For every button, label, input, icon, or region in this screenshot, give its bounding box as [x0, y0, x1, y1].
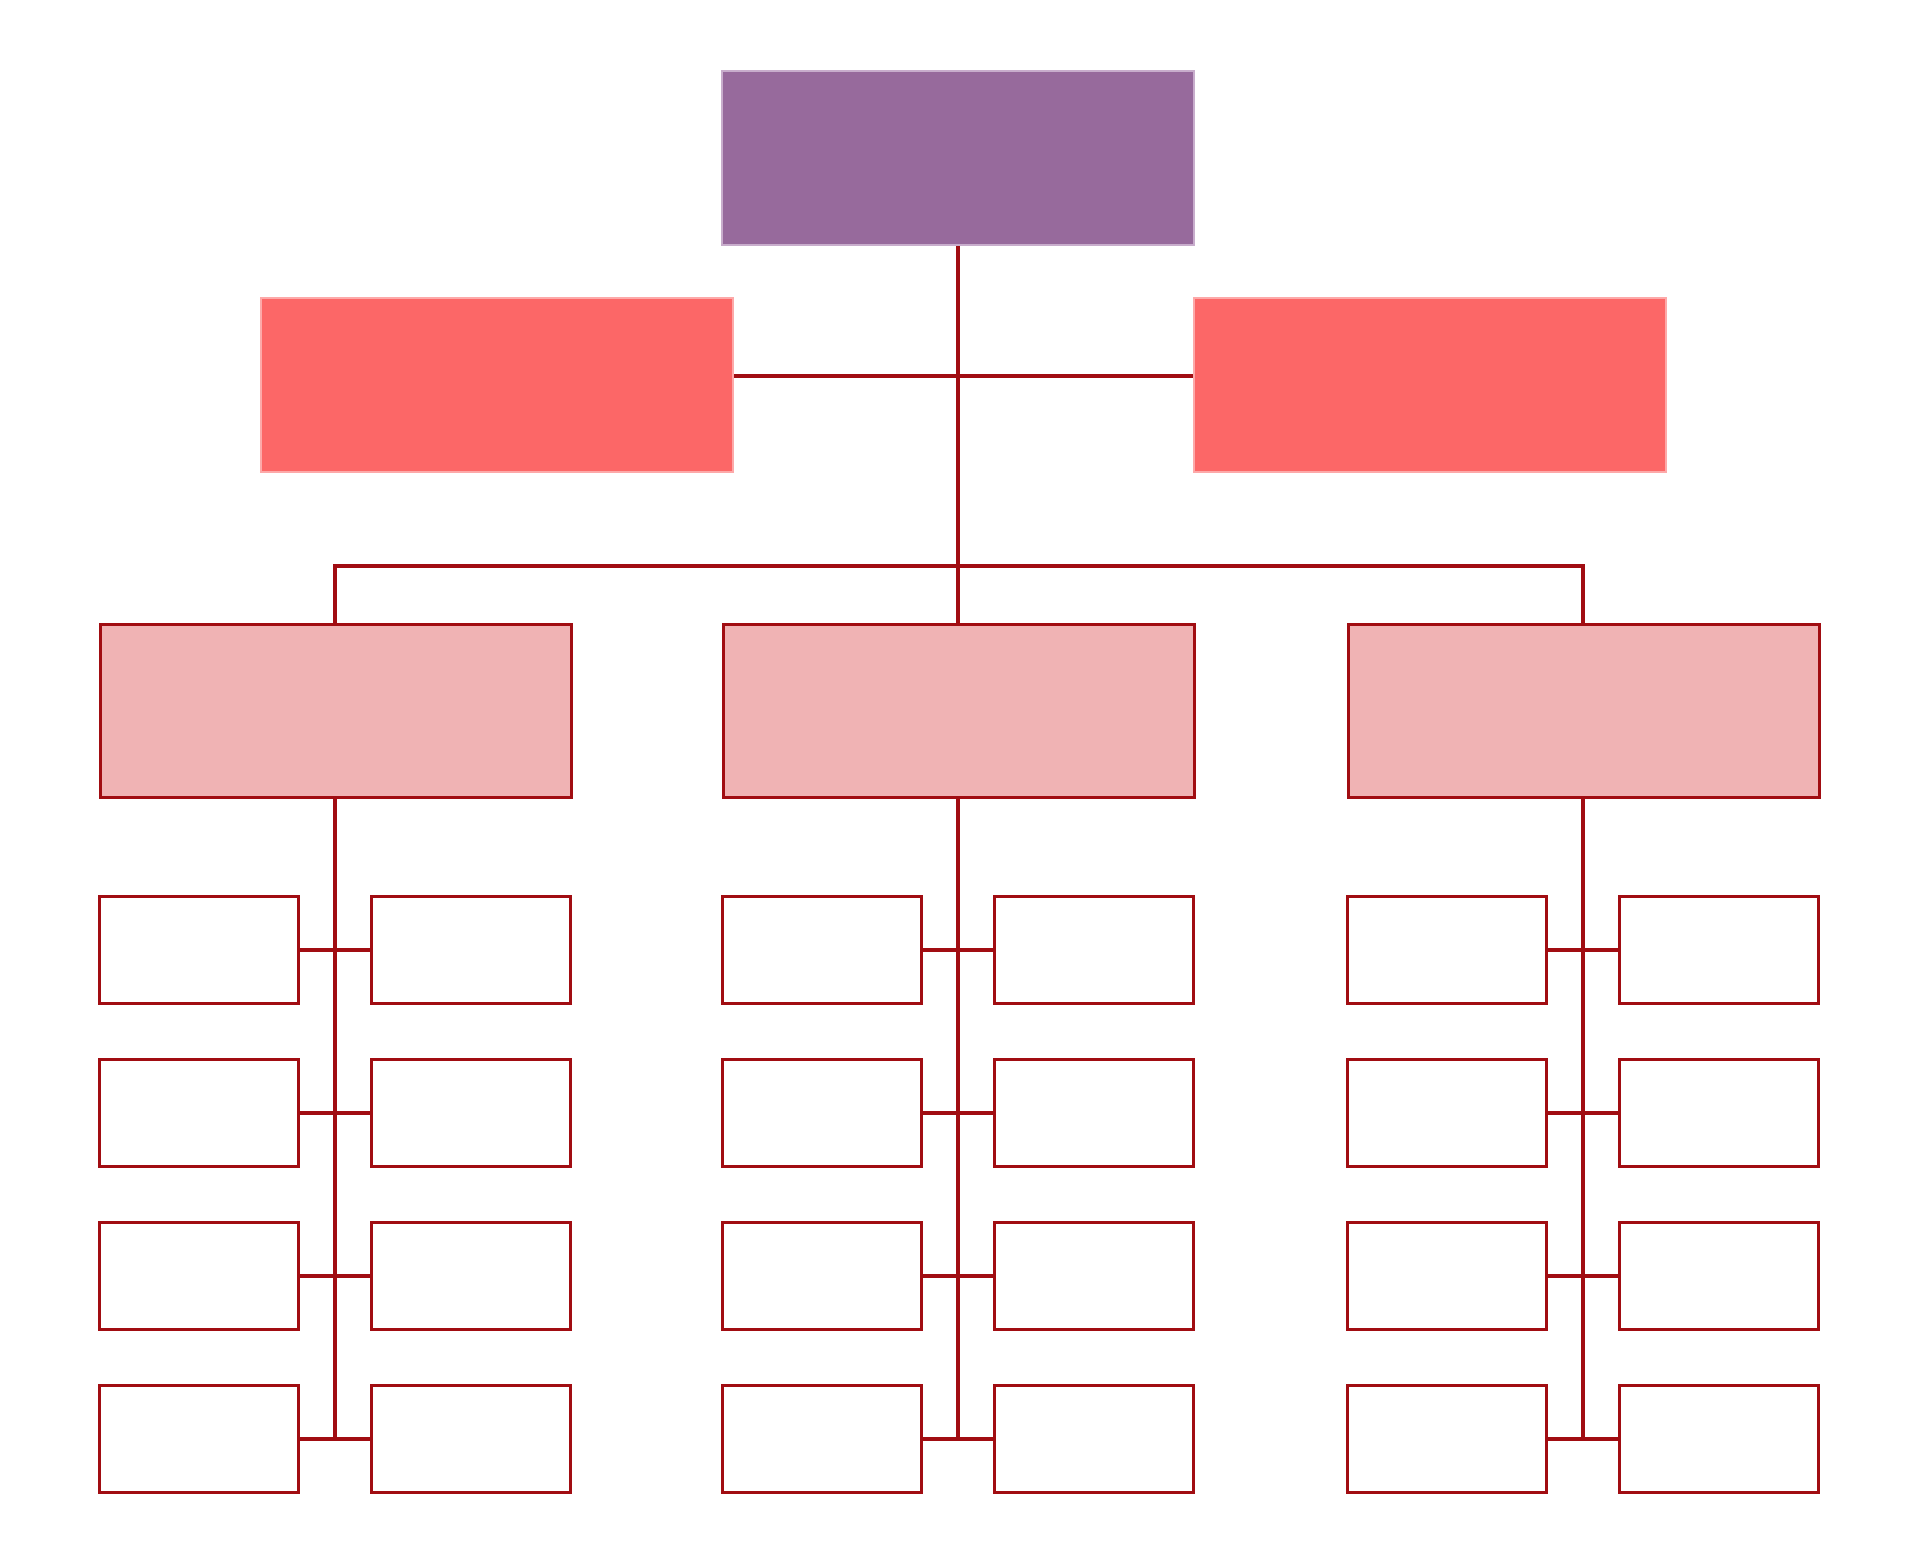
org-branch-1-leaf-7-box[interactable] — [98, 1384, 300, 1494]
org-branch-3-leaf-8-box[interactable] — [1618, 1384, 1820, 1494]
org-assistant-left-box[interactable] — [260, 297, 734, 473]
org-branch-2-leaf-8-box[interactable] — [993, 1384, 1195, 1494]
branch-3-trunk-line — [1581, 797, 1585, 1441]
org-branch-2-leaf-3-box[interactable] — [721, 1058, 923, 1168]
org-branch-2-leaf-7-box[interactable] — [721, 1384, 923, 1494]
branch-1-row-2-connector-line — [298, 1111, 372, 1115]
org-branch-3-leaf-7-box[interactable] — [1346, 1384, 1548, 1494]
org-branch-1-leaf-3-box[interactable] — [98, 1058, 300, 1168]
org-branch-1-leaf-2-box[interactable] — [370, 895, 572, 1005]
org-branch-3-leaf-3-box[interactable] — [1346, 1058, 1548, 1168]
org-branch-3-leaf-1-box[interactable] — [1346, 895, 1548, 1005]
org-branch-2-leaf-6-box[interactable] — [993, 1221, 1195, 1331]
org-branch-1-leaf-5-box[interactable] — [98, 1221, 300, 1331]
org-branch-2-leaf-5-box[interactable] — [721, 1221, 923, 1331]
branch-2-row-3-connector-line — [921, 1274, 995, 1278]
org-branch-1-leaf-1-box[interactable] — [98, 895, 300, 1005]
branch-3-row-4-connector-line — [1546, 1437, 1620, 1441]
branch-3-row-2-connector-line — [1546, 1111, 1620, 1115]
branch-1-row-4-connector-line — [298, 1437, 372, 1441]
org-assistant-right-box[interactable] — [1193, 297, 1667, 473]
org-branch-2-leaf-1-box[interactable] — [721, 895, 923, 1005]
org-branch-3-leaf-2-box[interactable] — [1618, 895, 1820, 1005]
org-branch-1-leaf-4-box[interactable] — [370, 1058, 572, 1168]
org-branch-3-leaf-5-box[interactable] — [1346, 1221, 1548, 1331]
branch-2-row-2-connector-line — [921, 1111, 995, 1115]
org-branch-3-box[interactable] — [1346, 623, 1821, 799]
branch-1-drop-line — [333, 564, 337, 625]
assistant-connector-line — [734, 374, 1193, 378]
branch-3-row-1-connector-line — [1546, 948, 1620, 952]
root-trunk-line — [956, 245, 960, 625]
org-branch-1-leaf-6-box[interactable] — [370, 1221, 572, 1331]
branch-1-row-3-connector-line — [298, 1274, 372, 1278]
branch-2-row-1-connector-line — [921, 948, 995, 952]
org-branch-2-leaf-4-box[interactable] — [993, 1058, 1195, 1168]
org-branch-1-box[interactable] — [98, 623, 573, 799]
branch-2-trunk-line — [956, 797, 960, 1441]
branch-bus-line — [333, 564, 1585, 568]
org-branch-2-box[interactable] — [721, 623, 1196, 799]
branch-3-drop-line — [1581, 564, 1585, 625]
branch-1-trunk-line — [333, 797, 337, 1441]
org-root-box[interactable] — [721, 70, 1195, 246]
branch-3-row-3-connector-line — [1546, 1274, 1620, 1278]
branch-1-row-1-connector-line — [298, 948, 372, 952]
org-branch-3-leaf-6-box[interactable] — [1618, 1221, 1820, 1331]
org-branch-3-leaf-4-box[interactable] — [1618, 1058, 1820, 1168]
org-branch-1-leaf-8-box[interactable] — [370, 1384, 572, 1494]
branch-2-row-4-connector-line — [921, 1437, 995, 1441]
org-branch-2-leaf-2-box[interactable] — [993, 895, 1195, 1005]
